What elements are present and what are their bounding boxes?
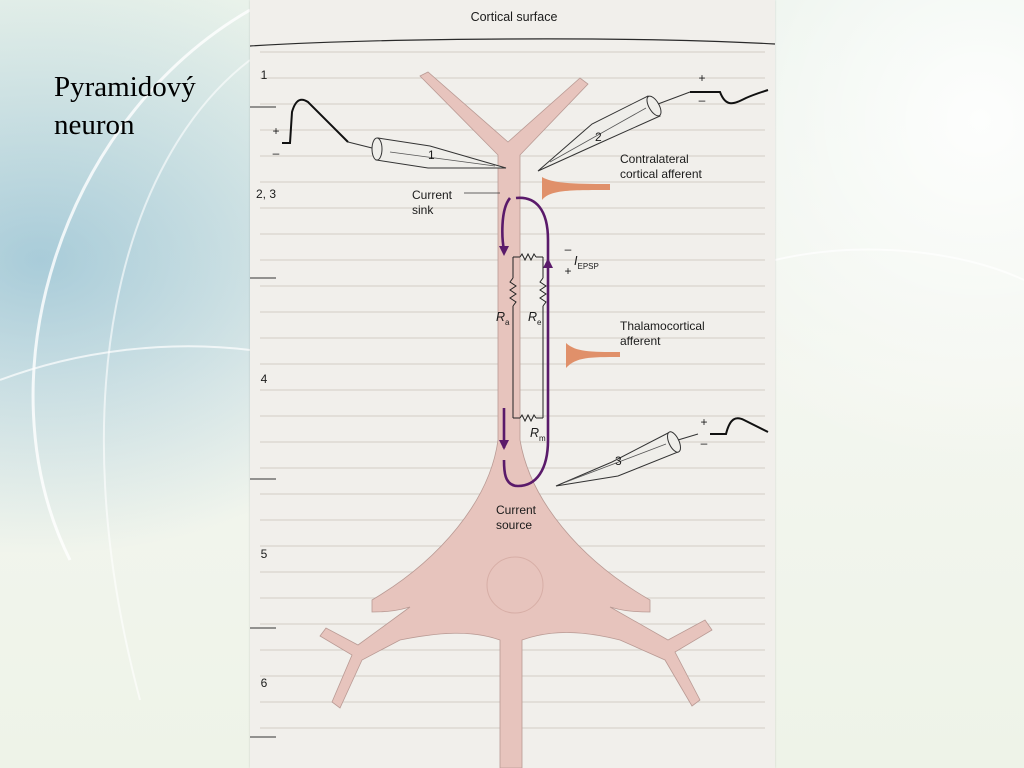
contralateral-afferent	[542, 177, 610, 200]
resistor-network	[509, 252, 547, 423]
layer-label-5: 5	[261, 547, 268, 561]
trace-3-minus: –	[701, 436, 708, 450]
recording-trace-3	[710, 417, 769, 435]
electrode-2	[537, 91, 691, 172]
electrode-3	[555, 431, 699, 487]
cortical-surface-line	[250, 38, 775, 47]
contralateral-label-line2: cortical afferent	[620, 167, 702, 181]
layer-label-6: 6	[261, 676, 268, 690]
neuron-figure: Cortical surface 1 2, 3 4 5 6 Contralate…	[250, 0, 775, 768]
recording-trace-2	[690, 89, 769, 105]
resistor-re-label: Re	[528, 310, 542, 327]
trace-1-minus: –	[273, 146, 280, 160]
electrode-1	[347, 137, 507, 169]
trace-1-plus: +	[272, 124, 279, 138]
trace-3-plus: +	[700, 415, 707, 429]
current-source-label-line2: source	[496, 518, 532, 532]
trace-2-minus: –	[699, 93, 706, 107]
recording-trace-1	[282, 98, 349, 144]
contralateral-label-line1: Contralateral	[620, 152, 689, 166]
iepsp-label: IEPSP	[574, 254, 599, 271]
pyramidal-neuron	[319, 71, 713, 768]
electrode-1-label: 1	[428, 148, 435, 162]
thalamocortical-label-line2: afferent	[620, 334, 661, 348]
iepsp-minus: –	[565, 242, 572, 256]
nucleus	[486, 556, 544, 614]
layer-label-4: 4	[261, 372, 268, 386]
cortical-surface-label: Cortical surface	[471, 10, 558, 24]
current-arrows	[499, 246, 553, 450]
electrode-2-label: 2	[595, 130, 602, 144]
layer-label-1: 1	[261, 68, 268, 82]
current-sink-label-line2: sink	[412, 203, 434, 217]
thalamocortical-afferent	[566, 343, 620, 368]
trace-2-plus: +	[698, 71, 705, 85]
resistor-ra-label: Ra	[496, 310, 510, 327]
electrode-3-label: 3	[615, 454, 622, 468]
layer-label-2-3: 2, 3	[256, 187, 276, 201]
current-sink-label-line1: Current	[412, 188, 453, 202]
thalamocortical-label-line1: Thalamocortical	[620, 319, 705, 333]
iepsp-plus: +	[564, 264, 571, 278]
slide-title: Pyramidový neuron	[54, 71, 196, 141]
current-source-label-line1: Current	[496, 503, 537, 517]
layer-markers	[250, 106, 276, 738]
resistor-rm-label: Rm	[530, 426, 546, 443]
